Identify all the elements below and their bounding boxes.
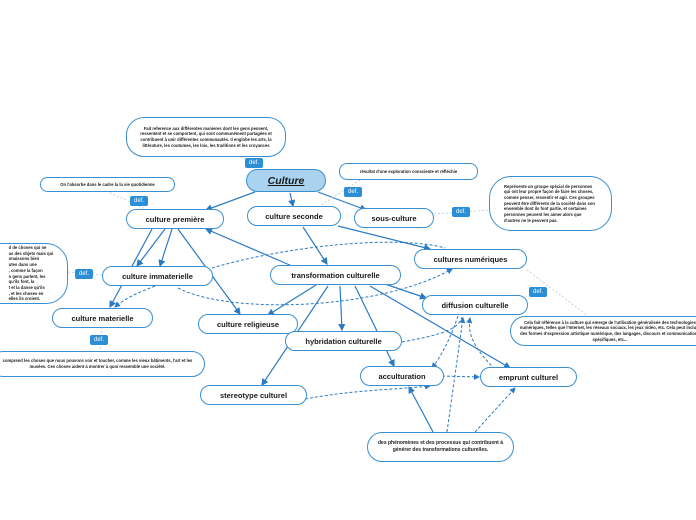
node-culture-premiere[interactable]: culture première	[126, 209, 224, 229]
def-badge-culture-premiere[interactable]: def.	[130, 196, 149, 206]
edge-hybridation-diffusion	[401, 316, 463, 343]
note-culture-materielle: comprend les choses que nous pouvons voi…	[0, 351, 205, 377]
edge-immaterielle-diffusion	[177, 268, 453, 306]
edge-immaterielle-materielle	[114, 285, 156, 308]
def-badge-culture-seconde[interactable]: def.	[344, 187, 363, 197]
edge-immaterielle-numeriques	[211, 241, 446, 269]
node-culture-materielle[interactable]: culture materielle	[52, 308, 153, 328]
note-culture-seconde: résultat d'une exploration consciente et…	[339, 163, 478, 180]
link-seconde-note	[317, 179, 361, 208]
def-badge-culture[interactable]: def.	[245, 158, 264, 168]
node-culture-seconde[interactable]: culture seconde	[247, 206, 341, 226]
edge-culture-premiere	[204, 191, 256, 212]
edge-seconde-numeriques	[337, 225, 432, 252]
def-badge-culture-materielle[interactable]: def.	[90, 335, 109, 345]
edge-transformation-hybridation	[338, 285, 346, 332]
note-sous-culture: Représente un groupe spécial de personne…	[489, 176, 612, 231]
edge-premiere-immaterielle-2	[158, 228, 173, 268]
edge-culture-seconde	[288, 192, 296, 208]
edge-transformation-acculturation	[354, 285, 395, 368]
edge-premiere-immaterielle-1	[136, 228, 166, 267]
note-culture-definition: Fait reference aux différentes manieres …	[126, 117, 286, 157]
edge-seconde-transformation	[302, 226, 328, 266]
node-stereotype-culturel[interactable]: stereotype culturel	[200, 385, 307, 405]
node-culture-immaterielle[interactable]: culture immaterielle	[102, 266, 213, 286]
node-sous-culture[interactable]: sous-culture	[354, 208, 434, 228]
link-numeriques-note	[526, 269, 589, 317]
edge-phenomenes-acculturation	[408, 385, 434, 433]
edge-transformation-diffusion	[384, 283, 428, 300]
def-badge-culture-immaterielle[interactable]: def.	[75, 269, 94, 279]
note-phenomenes: des phénomènes et des processus qui cont…	[367, 432, 514, 462]
edge-culture-sousculture	[317, 191, 368, 212]
edge-phenomenes-diffusion	[446, 317, 466, 433]
note-culture-immaterielle: d de choses qui ne as des objets mais qu…	[0, 243, 68, 304]
edge-acculturation-emprunt	[441, 373, 480, 380]
node-transformation-culturelle[interactable]: transformation culturelle	[270, 265, 401, 285]
edge-stereotype-acculturation	[299, 383, 431, 401]
node-emprunt-culturel[interactable]: emprunt culturel	[480, 367, 577, 387]
def-badge-cultures-numeriques[interactable]: def.	[529, 287, 548, 297]
node-culture-religieuse[interactable]: culture religieuse	[198, 314, 298, 334]
node-culture[interactable]: Culture	[246, 169, 326, 192]
edge-transformation-emprunt	[369, 285, 512, 369]
node-cultures-numeriques[interactable]: cultures numériques	[414, 249, 527, 269]
edge-diffusion-acculturation	[431, 315, 459, 369]
edge-transformation-religieuse	[266, 284, 317, 316]
node-acculturation[interactable]: acculturation	[360, 366, 444, 386]
def-badge-sous-culture[interactable]: def.	[452, 207, 471, 217]
edge-emprunt-diffusion	[466, 317, 496, 370]
edge-transformation-premiere	[204, 228, 293, 267]
edge-phenomenes-emprunt	[474, 387, 516, 433]
note-cultures-numeriques: Cela fait référence à la culture qui eme…	[510, 316, 696, 346]
node-diffusion-culturelle[interactable]: diffusion culturelle	[422, 295, 528, 315]
link-premiere-note	[107, 191, 149, 211]
node-hybridation-culturelle[interactable]: hybridation culturelle	[285, 331, 402, 351]
note-culture-premiere: On l'absorbe dans le cadre la la vie quo…	[40, 177, 175, 192]
